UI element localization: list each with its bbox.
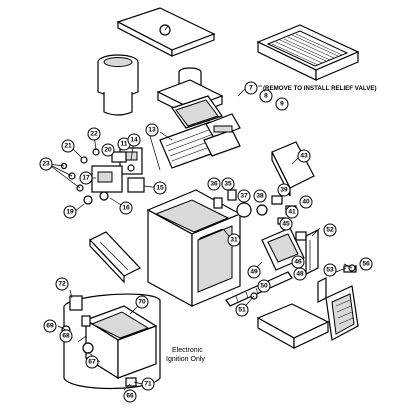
callout-35: 35 — [221, 177, 235, 191]
callout-70: 70 — [135, 295, 149, 309]
callout-15: 15 — [153, 181, 167, 195]
svg-text:41: 41 — [288, 209, 296, 216]
svg-text:39: 39 — [280, 187, 288, 194]
callout-9: 9 — [275, 97, 289, 111]
callout-50: 50 — [257, 279, 271, 293]
svg-text:7: 7 — [249, 85, 253, 92]
svg-text:49: 49 — [250, 269, 258, 276]
callout-67: 67 — [85, 355, 99, 369]
callout-8: 8 — [259, 89, 273, 103]
callout-43: 43 — [297, 149, 311, 163]
callout-51: 51 — [235, 303, 249, 317]
callout-49: 49 — [247, 265, 261, 279]
burner-tray — [111, 151, 145, 193]
vent-stack — [97, 54, 139, 116]
filter-grille-box — [256, 24, 360, 81]
svg-text:8: 8 — [264, 93, 268, 100]
front-access-panel — [89, 231, 141, 284]
relief-valve-note: (REMOVE TO INSTALL RELIEF VALVE) — [263, 85, 377, 92]
svg-text:16: 16 — [122, 205, 130, 212]
svg-text:20: 20 — [104, 147, 112, 154]
svg-text:53: 53 — [326, 267, 334, 274]
svg-text:31: 31 — [230, 237, 238, 244]
callout-21: 21 — [61, 139, 75, 153]
svg-text:22: 22 — [90, 131, 98, 138]
water-pipe — [305, 229, 319, 275]
callout-16: 16 — [119, 201, 133, 215]
cabinet-body — [146, 189, 242, 308]
svg-text:40: 40 — [302, 199, 310, 206]
electronic-ignition-note-line2: Ignition Only — [166, 356, 205, 363]
svg-text:50: 50 — [260, 283, 268, 290]
callout-7: 7 — [244, 81, 258, 95]
callout-23: 23 — [39, 157, 53, 171]
svg-text:37: 37 — [240, 193, 248, 200]
svg-text:36: 36 — [210, 181, 218, 188]
svg-text:72: 72 — [58, 281, 66, 288]
svg-text:69: 69 — [46, 323, 54, 330]
header-baffles — [203, 113, 241, 157]
callout-53: 53 — [323, 263, 337, 277]
svg-text:14: 14 — [130, 137, 138, 144]
svg-text:15: 15 — [156, 185, 164, 192]
callout-31: 31 — [227, 233, 241, 247]
callout-69: 69 — [43, 319, 57, 333]
callout-46: 46 — [291, 255, 305, 269]
heat-exchanger — [159, 95, 223, 169]
notes: (REMOVE TO INSTALL RELIEF VALVE) Electro… — [166, 85, 377, 363]
callout-66: 66 — [123, 389, 137, 403]
svg-text:66: 66 — [126, 393, 134, 400]
callout-68: 68 — [59, 329, 73, 343]
gas-valve-cluster — [60, 148, 123, 205]
svg-text:51: 51 — [238, 307, 246, 314]
svg-text:56: 56 — [362, 261, 370, 268]
callout-38: 38 — [253, 189, 267, 203]
svg-text:9: 9 — [280, 101, 284, 108]
electronic-ignition-note-line1: Electronic — [172, 347, 203, 354]
svg-text:17: 17 — [82, 175, 90, 182]
callout-71: 71 — [141, 377, 155, 391]
drain-fitting — [317, 264, 357, 303]
electronic-ignition-inset — [61, 293, 161, 390]
svg-text:11: 11 — [121, 141, 128, 148]
svg-text:45: 45 — [282, 221, 290, 228]
callout-13: 13 — [145, 123, 159, 137]
callout-20: 20 — [101, 143, 115, 157]
svg-text:52: 52 — [326, 227, 334, 234]
callout-36: 36 — [207, 177, 221, 191]
svg-text:21: 21 — [64, 143, 72, 150]
callout-56: 56 — [359, 257, 373, 271]
callout-40: 40 — [299, 195, 313, 209]
svg-text:71: 71 — [144, 381, 152, 388]
svg-text:70: 70 — [138, 299, 146, 306]
callout-22: 22 — [87, 127, 101, 141]
side-door-panel — [325, 285, 359, 341]
callout-52: 52 — [323, 223, 337, 237]
svg-text:35: 35 — [224, 181, 232, 188]
top-cover-plate — [116, 7, 216, 57]
callout-14: 14 — [127, 133, 141, 147]
svg-text:19: 19 — [66, 209, 74, 216]
svg-text:38: 38 — [256, 193, 264, 200]
svg-text:13: 13 — [148, 127, 156, 134]
callout-37: 37 — [237, 189, 251, 203]
svg-text:43: 43 — [300, 153, 308, 160]
callout-48: 48 — [293, 267, 307, 281]
callout-41: 41 — [285, 205, 299, 219]
callout-45: 45 — [279, 217, 293, 231]
svg-text:48: 48 — [296, 271, 304, 278]
svg-text:68: 68 — [62, 333, 70, 340]
callouts: 7 8 9 11 13 14 15 16 17 19 20 21 22 23 3… — [39, 81, 373, 403]
svg-text:46: 46 — [294, 259, 302, 266]
callout-17: 17 — [79, 171, 93, 185]
callout-72: 72 — [55, 277, 69, 291]
svg-text:67: 67 — [88, 359, 96, 366]
svg-text:23: 23 — [42, 161, 50, 168]
callout-19: 19 — [63, 205, 77, 219]
callout-39: 39 — [277, 183, 291, 197]
base-pan — [256, 303, 330, 350]
